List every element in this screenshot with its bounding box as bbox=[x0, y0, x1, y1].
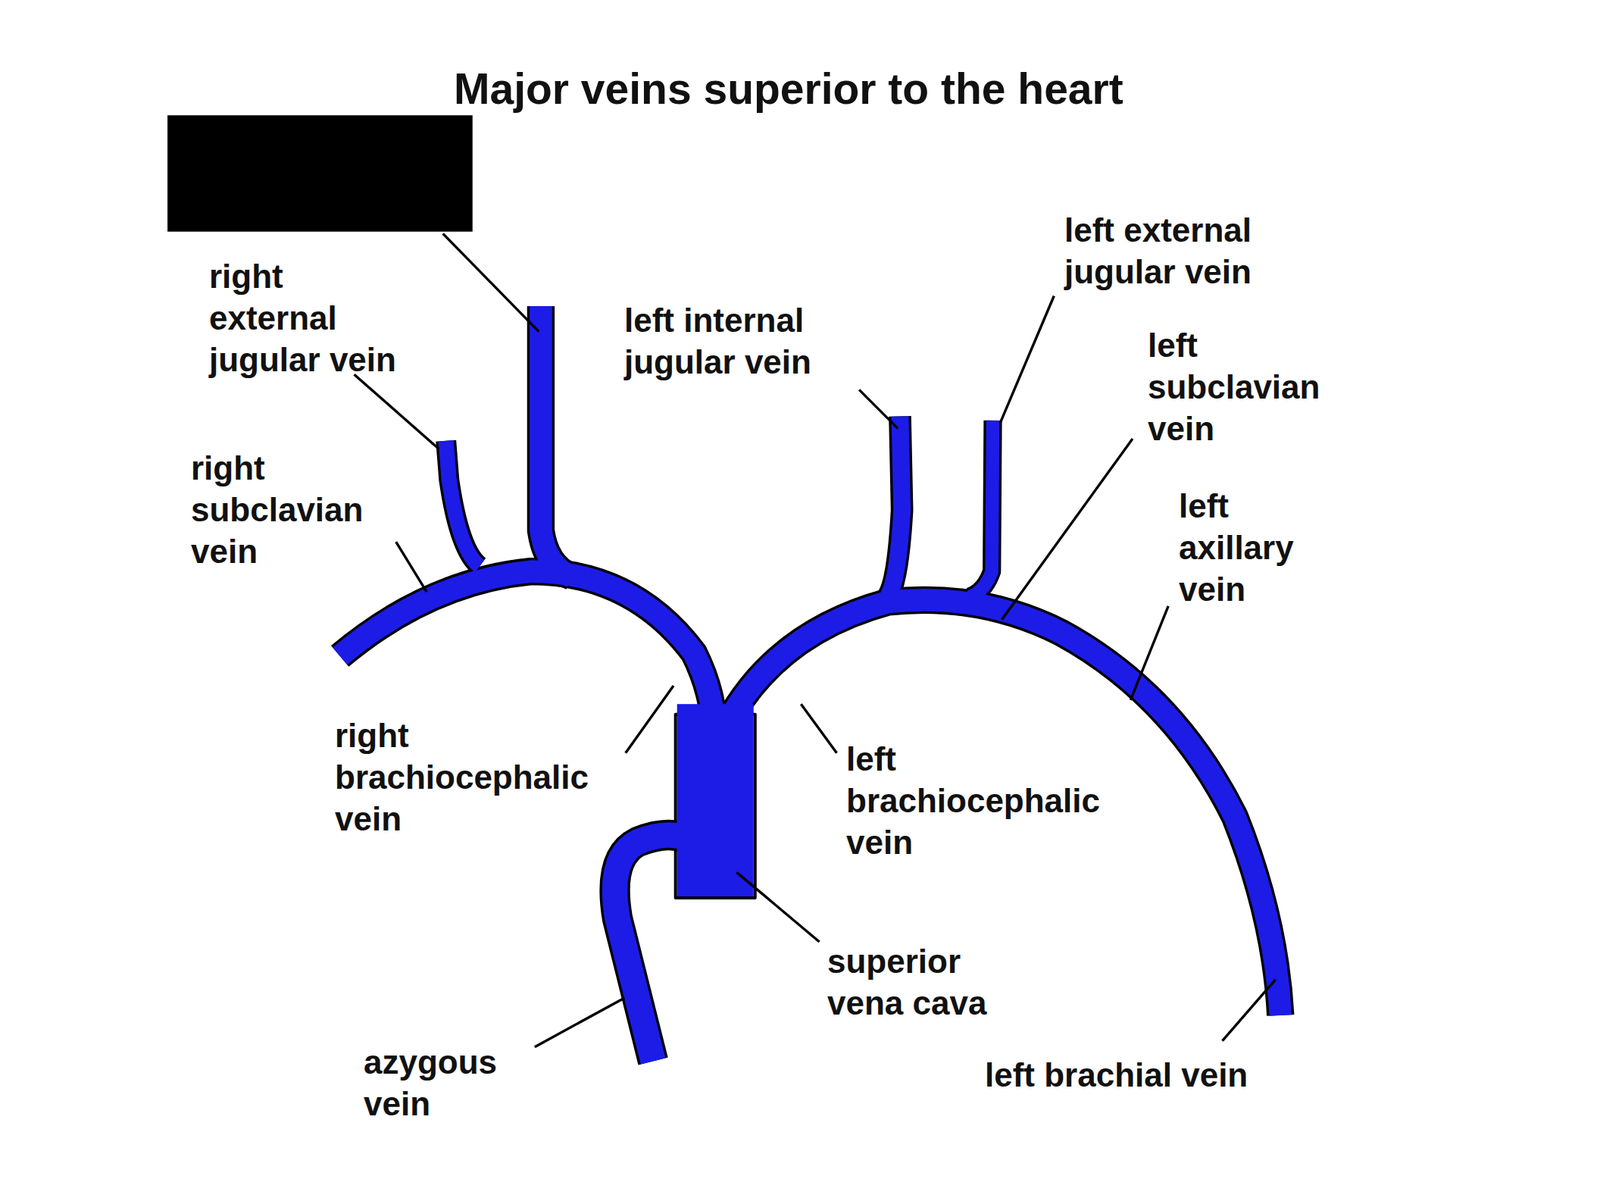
redaction-box bbox=[167, 115, 473, 232]
veins bbox=[340, 306, 1282, 1062]
label-text: left internal jugular vein bbox=[624, 299, 890, 383]
label-text: left brachiocephalic vein bbox=[846, 737, 1153, 863]
label-text: right subclavian vein bbox=[190, 446, 426, 572]
leader-lines bbox=[354, 233, 1276, 1047]
label-text: left axillary vein bbox=[1178, 484, 1347, 610]
label-text: right brachiocephalic vein bbox=[334, 714, 652, 840]
label-text: left brachial vein bbox=[984, 1053, 1250, 1096]
label-text: left subclavian vein bbox=[1147, 324, 1372, 450]
diagram-title: Major veins superior to the heart bbox=[453, 62, 1124, 116]
label-text: left external jugular vein bbox=[1064, 209, 1330, 293]
label-text: azygous vein bbox=[363, 1040, 538, 1125]
label-text: right external jugular vein bbox=[209, 255, 404, 381]
label-text: superior vena cava bbox=[827, 940, 1032, 1024]
vein-outlines bbox=[340, 306, 1282, 1062]
